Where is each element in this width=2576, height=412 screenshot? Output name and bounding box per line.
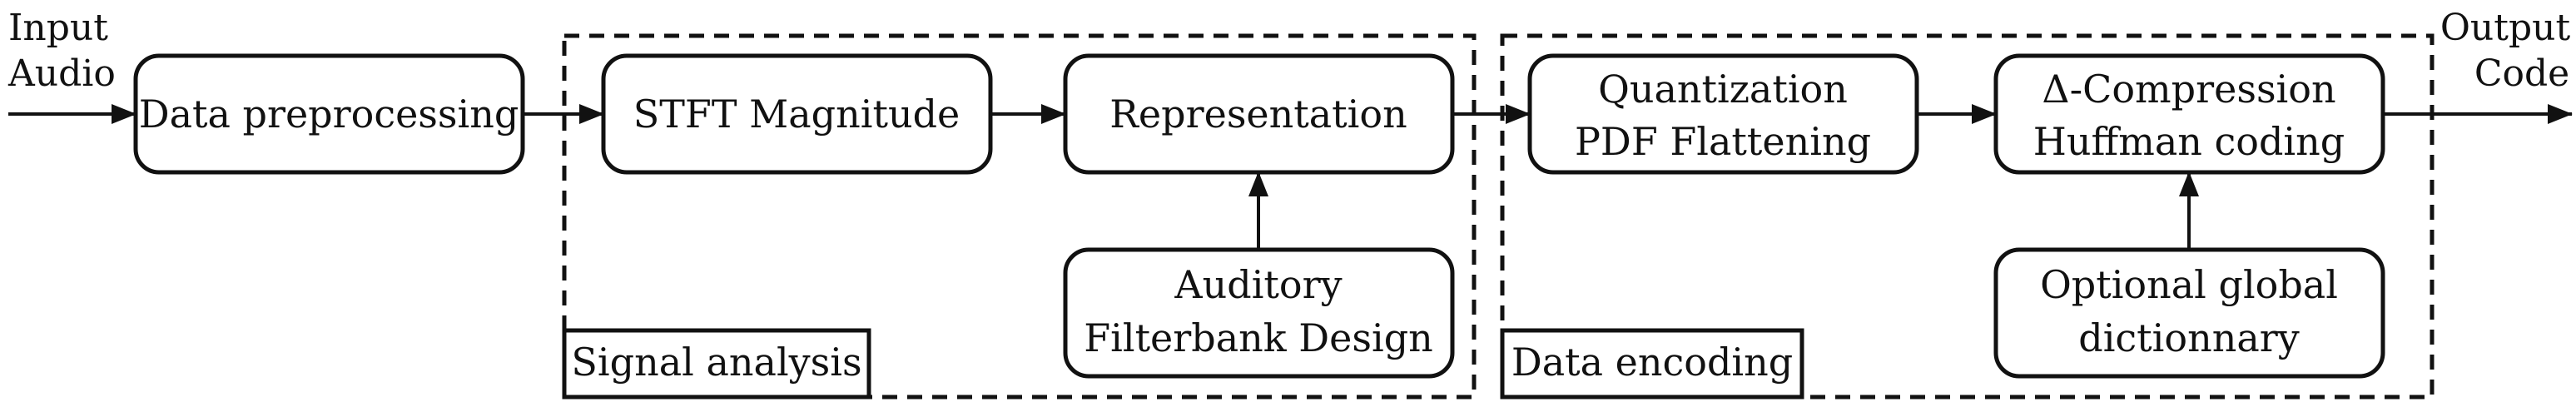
output-label-line2: Code — [2474, 52, 2569, 95]
delta-compression-text-line2: Huffman coding — [2033, 119, 2345, 164]
auditory-filterbank-text-line2: Filterbank Design — [1084, 315, 1433, 360]
global-dictionary-text-line2: dictionnary — [2078, 315, 2299, 360]
signal-analysis-group — [562, 33, 1477, 400]
delta-compression-text-line1: Δ-Compression — [2042, 67, 2335, 112]
quantization-text-line1: Quantization — [1598, 67, 1848, 112]
quantization-text-line2: PDF Flattening — [1575, 119, 1871, 164]
stft-magnitude-text: STFT Magnitude — [633, 92, 960, 137]
signal-analysis-label-box — [562, 328, 871, 400]
auditory-filterbank-text-line1: Auditory — [1174, 262, 1342, 307]
data-encoding-group — [1500, 33, 2435, 400]
data-encoding-label: Data encoding — [1511, 340, 1793, 385]
global-dictionary-text-line1: Optional global — [2040, 262, 2338, 307]
input-label-line2: Audio — [7, 52, 116, 95]
representation-text: Representation — [1109, 92, 1407, 137]
signal-analysis-label: Signal analysis — [571, 340, 861, 385]
data-encoding-label-box — [1500, 328, 1804, 400]
data-preprocessing-text: Data preprocessing — [139, 92, 519, 137]
input-label-line1: Input — [8, 7, 108, 49]
output-label-line1: Output — [2440, 7, 2571, 49]
